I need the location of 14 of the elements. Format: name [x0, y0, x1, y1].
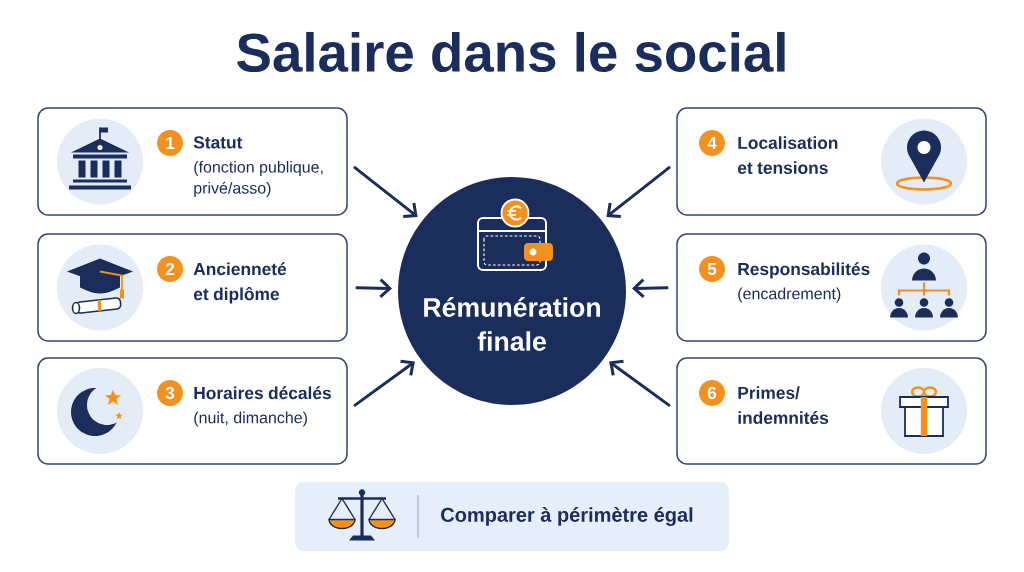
arrow [355, 278, 393, 298]
number-badge: 2 [157, 256, 183, 282]
number-badge: 1 [157, 130, 183, 156]
arrow [353, 166, 418, 219]
arrow [609, 359, 671, 407]
number-badge: 5 [699, 256, 725, 282]
number-badge: 4 [699, 130, 725, 156]
title: Salaire dans le social [237, 31, 785, 73]
arrow [353, 359, 415, 407]
info-banner: Comparer à périmètre égal [295, 482, 729, 551]
number-badge: 6 [699, 380, 725, 406]
arrow [606, 166, 671, 219]
number-badge: 3 [157, 380, 183, 406]
arrow [631, 278, 669, 298]
